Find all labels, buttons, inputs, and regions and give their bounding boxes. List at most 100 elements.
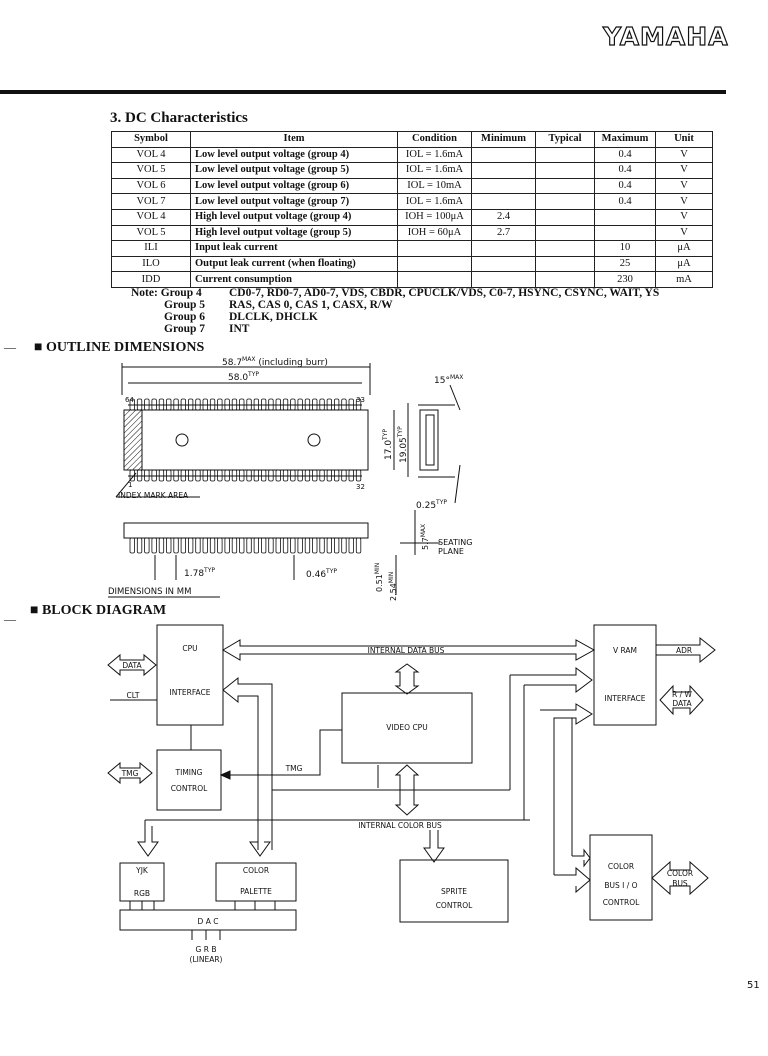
group-pins: INT xyxy=(229,323,250,335)
package-pin xyxy=(188,398,194,411)
cell-typical xyxy=(535,146,595,164)
cpu-label: CPU xyxy=(182,644,197,653)
cell-unit: V xyxy=(655,208,713,226)
cell-unit: V xyxy=(655,162,713,179)
section-title-dc: 3. DC Characteristics xyxy=(110,110,248,126)
package-pin xyxy=(209,469,216,482)
timing-label: TIMING xyxy=(175,768,203,777)
package-pin xyxy=(224,537,230,554)
cell-condition xyxy=(397,255,472,273)
yjk-label: YJK xyxy=(135,866,149,875)
cell-condition: IOL = 1.6mA xyxy=(397,162,472,179)
pitch-label: 1.78TYP xyxy=(184,567,215,579)
package-pin xyxy=(312,398,318,411)
angle-label: 15°MAX xyxy=(434,374,463,386)
cell-unit: mA xyxy=(655,271,713,288)
cell-condition: IOH = 100μA xyxy=(397,208,472,226)
package-pin xyxy=(151,537,157,554)
package-pin xyxy=(195,469,201,482)
package-pin xyxy=(297,469,303,482)
package-pin xyxy=(239,469,245,482)
vram-interface-label: INTERFACE xyxy=(605,694,646,703)
package-pin xyxy=(297,398,303,411)
group-pins: RAS, CAS 0, CAS 1, CASX, R/W xyxy=(229,299,393,311)
rgb-label: RGB xyxy=(134,889,150,898)
sprite-control-block xyxy=(399,859,509,923)
package-pin xyxy=(166,537,172,554)
cell-typical xyxy=(535,240,595,257)
cell-maximum: 230 xyxy=(594,271,656,288)
lead-width-label: 0.46TYP xyxy=(306,568,337,580)
package-pin xyxy=(268,398,274,411)
package-pin xyxy=(188,537,194,554)
package-pin xyxy=(202,537,208,554)
package-pin xyxy=(144,398,150,411)
package-pin xyxy=(136,398,143,411)
cell-unit: μA xyxy=(655,240,713,257)
video-cpu-block xyxy=(341,692,473,764)
cell-condition: IOH = 60μA xyxy=(397,224,472,242)
io-control-label: CONTROL xyxy=(603,898,640,907)
package-pin xyxy=(304,537,311,554)
data-port-label: DATA xyxy=(122,661,142,670)
package-pin xyxy=(158,537,165,554)
outline-drawing: 58.7MAX (including burr) 58.0TYP 64 33 1… xyxy=(108,356,472,601)
package-pin xyxy=(268,469,274,482)
dac-block xyxy=(119,909,297,931)
package-pin xyxy=(253,469,260,482)
package-pin xyxy=(253,398,260,411)
cell-symbol: ILI xyxy=(111,240,191,257)
package-pin xyxy=(180,398,186,411)
cell-condition: IOL = 10mA xyxy=(397,177,472,195)
cell-minimum xyxy=(471,162,536,179)
group-name: Group 5 xyxy=(164,299,206,311)
package-pin xyxy=(282,469,289,482)
package-pin xyxy=(326,537,333,554)
package-pin xyxy=(290,537,296,554)
cell-typical xyxy=(535,224,595,242)
clt-label: CLT xyxy=(127,691,140,700)
package-pin xyxy=(312,469,318,482)
group-pins: CD0-7, RD0-7, AD0-7, VDS, CBDR, CPUCLK/V… xyxy=(229,287,660,299)
package-pin xyxy=(260,469,267,482)
package-pin xyxy=(217,537,223,554)
package-pin xyxy=(144,537,150,554)
cell-unit: μA xyxy=(655,255,713,273)
dim-body-label: 58.0TYP xyxy=(228,371,259,383)
cell-unit: V xyxy=(655,177,713,195)
pin-1-label: 1 xyxy=(128,481,132,489)
cell-minimum xyxy=(471,177,536,195)
package-pin xyxy=(333,398,340,411)
cell-minimum: 2.4 xyxy=(471,208,536,226)
cell-typical xyxy=(535,193,595,210)
cell-symbol: VOL 7 xyxy=(111,193,191,210)
package-pin xyxy=(333,537,340,554)
header-minimum: Minimum xyxy=(471,131,536,148)
cell-maximum: 0.4 xyxy=(594,193,656,210)
cell-item: Current consumption xyxy=(190,271,398,288)
cell-unit: V xyxy=(655,193,713,210)
package-pin xyxy=(136,469,143,482)
package-pin xyxy=(129,537,135,554)
cell-symbol: VOL 5 xyxy=(111,224,191,242)
cell-condition xyxy=(397,240,472,257)
cell-minimum xyxy=(471,240,536,257)
package-pin xyxy=(341,398,347,411)
cell-minimum xyxy=(471,271,536,288)
bus-io-label: BUS I / O xyxy=(604,881,637,890)
margin-mark: — xyxy=(4,340,16,354)
package-pin xyxy=(129,469,135,482)
cell-item: Output leak current (when floating) xyxy=(190,255,398,273)
note-label: Note: xyxy=(131,287,158,299)
brand-logo: YAMAHA xyxy=(602,21,729,51)
cell-minimum xyxy=(471,146,536,164)
rw-data-label: DATA xyxy=(672,699,692,708)
package-pin xyxy=(312,537,318,554)
